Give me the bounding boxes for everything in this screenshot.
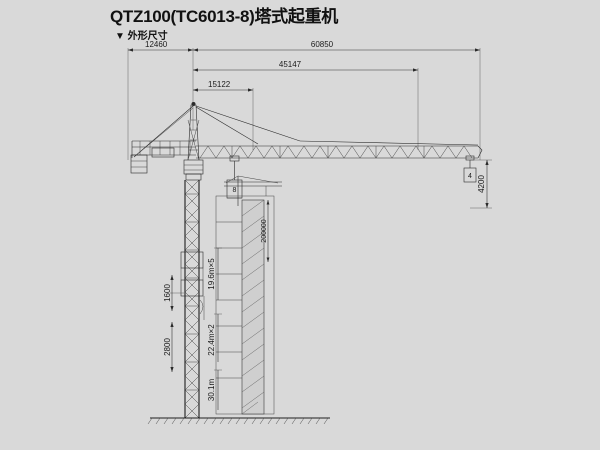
dim-label-1600: 1600 (163, 284, 172, 302)
dim-45147: 45147 (193, 60, 418, 72)
dim-15122: 15122 (193, 80, 253, 92)
dim-12460: 12460 (128, 40, 193, 52)
dimension-group-mast: 1600 2800 (163, 275, 184, 372)
dim-label-200000: 200000 (261, 219, 268, 242)
dim-label-12460: 12460 (145, 40, 168, 49)
counter-jib (130, 105, 196, 174)
ground-line (147, 417, 330, 425)
dim-label-45147: 45147 (279, 60, 302, 69)
dim-label-2800: 2800 (163, 338, 172, 356)
dimension-group-jib-tip: 4200 (470, 159, 492, 209)
dim-60850: 60850 (193, 40, 480, 52)
dim-label-60850: 60850 (311, 40, 334, 49)
dim-label-15122: 15122 (208, 80, 231, 89)
column-hatch (241, 199, 265, 415)
floor-label-upper: 19.6m×5 (207, 258, 216, 290)
secondary-crane (224, 175, 282, 206)
dim-column-height: 200000 (261, 200, 270, 262)
slewing-unit (183, 159, 204, 181)
hook-label-outer: 4 (468, 173, 472, 180)
dim-label-4200: 4200 (477, 175, 486, 193)
reference-building: 200000 19.6m×5 22.4m×2 30.1m (207, 175, 282, 415)
dimension-group-horizontal: 12460 60850 45147 15122 (127, 40, 481, 160)
page-title: QTZ100(TC6013-8)塔式起重机 (110, 7, 338, 26)
main-jib (195, 105, 483, 159)
floor-label-mid: 22.4m×2 (207, 324, 216, 356)
ground-hatch (147, 417, 329, 425)
mast-head (187, 102, 200, 161)
hook-label-inner: 8 (233, 187, 237, 194)
floor-label-base: 30.1m (207, 379, 216, 402)
tower-mast (180, 179, 205, 419)
trolley-outer: 4 (463, 155, 477, 183)
section-subtitle: ▼ 外形尺寸 (115, 31, 168, 42)
building-floor-labels: 19.6m×5 22.4m×2 30.1m (207, 247, 222, 410)
trolley-inner: 8 (226, 155, 243, 199)
